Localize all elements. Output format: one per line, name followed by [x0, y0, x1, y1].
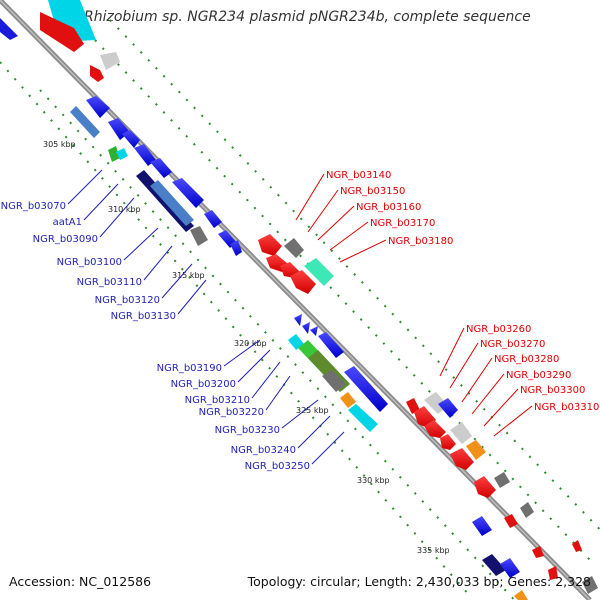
gene-box-orange	[514, 590, 528, 600]
gene-label: NGR_b03180	[388, 236, 453, 247]
gene-arrow-reverse	[504, 514, 518, 528]
gene-label: NGR_b03200	[171, 379, 236, 390]
gene-box-cyan	[288, 334, 304, 350]
gene-box-grey	[284, 238, 304, 258]
gene-arrow-small	[302, 322, 310, 334]
gene-label: NGR_b03270	[480, 339, 545, 350]
topology-summary: Topology: circular; Length: 2,430,033 bp…	[247, 574, 591, 589]
gene-box-cyan	[348, 404, 378, 432]
gene-labels-right: NGR_b03140 NGR_b03150 NGR_b03160 NGR_b03…	[326, 170, 599, 413]
track-right-1	[94, 39, 591, 561]
feature-tracks	[0, 19, 600, 600]
gene-arrow-reverse	[548, 566, 558, 580]
tick-label: 335 kbp	[417, 546, 450, 555]
gene-label: NGR_b03170	[370, 218, 435, 229]
tick-label: 330 kbp	[357, 476, 390, 485]
gene-arrow-forward	[438, 398, 458, 418]
gene-arrow-small	[310, 326, 318, 336]
gene-box-orange	[466, 440, 486, 460]
gene-arrow-reverse	[40, 12, 84, 52]
gene-label: NGR_b03070	[1, 201, 66, 212]
map-title: Rhizobium sp. NGR234 plasmid pNGR234b, c…	[84, 9, 531, 25]
gene-arrow-reverse	[572, 540, 582, 552]
gene-arrow-reverse	[532, 546, 544, 558]
gene-label: NGR_b03260	[466, 324, 531, 335]
gene-arrow-reverse	[90, 65, 104, 82]
gene-arrow-forward	[134, 144, 156, 166]
accession-label: Accession: NC_012586	[9, 574, 152, 589]
gene-label: NGR_b03240	[231, 445, 296, 456]
gene-arrow-forward	[472, 516, 492, 536]
gene-label: NGR_b03110	[77, 277, 142, 288]
gene-cluster-left	[70, 96, 242, 256]
gene-cluster-lower	[288, 314, 388, 432]
gene-labels-left: NGR_b03070 aatA1 NGR_b03090 NGR_b03100 N…	[1, 201, 310, 472]
tick-label: 315 kbp	[172, 271, 205, 280]
gene-arrow-forward	[172, 178, 204, 208]
gene-arrow-reverse	[406, 398, 420, 414]
gene-label: NGR_b03100	[57, 257, 122, 268]
gene-arrow-reverse	[258, 234, 282, 256]
gene-arrow-reverse	[474, 476, 496, 498]
gene-arrow-reverse	[290, 270, 316, 294]
gene-box-grey	[100, 52, 120, 70]
gene-arrow-forward	[150, 158, 172, 178]
gene-arrow-forward	[318, 332, 344, 358]
gene-label: NGR_b03150	[340, 186, 405, 197]
gene-arrow-reverse	[440, 434, 456, 450]
gene-arrow-forward	[500, 558, 520, 578]
gene-box-grey	[190, 226, 208, 246]
gene-label: NGR_b03230	[215, 425, 280, 436]
gene-box-grey	[322, 370, 346, 392]
gene-bar-steelblue	[70, 106, 100, 138]
label-leader-lines-left	[67, 169, 345, 465]
gene-box-green	[108, 146, 120, 162]
gene-arrow-forward	[344, 366, 388, 412]
gene-label: NGR_b03210	[185, 395, 250, 406]
gene-bar-steelblue	[150, 180, 194, 226]
label-leader-lines-right	[295, 173, 533, 437]
gene-label: NGR_b03120	[95, 295, 160, 306]
gene-box-grey	[494, 472, 510, 488]
gene-arrow-forward	[86, 96, 110, 118]
gene-box-cyan	[116, 148, 128, 160]
gene-cluster-middle	[258, 234, 334, 294]
gene-arrow-forward	[482, 554, 506, 576]
gene-box-grey	[582, 576, 598, 594]
gene-label: NGR_b03130	[111, 311, 176, 322]
track-left-1	[39, 89, 516, 600]
gene-box-grey	[520, 502, 534, 518]
gene-arrow-forward	[204, 210, 222, 228]
gene-arrow-reverse	[450, 448, 474, 470]
gene-box-aquamarine	[304, 258, 334, 286]
gene-label: NGR_b03220	[199, 407, 264, 418]
gene-cluster-right	[406, 392, 598, 600]
track-outer-right	[109, 19, 600, 532]
gene-label: NGR_b03280	[494, 354, 559, 365]
gene-label: NGR_b03190	[157, 363, 222, 374]
gene-arrow-reverse	[424, 420, 446, 438]
tick-label: 325 kbp	[296, 406, 329, 415]
gene-label: NGR_b03310	[534, 402, 599, 413]
gene-label: NGR_b03290	[506, 370, 571, 381]
gene-box-grey	[450, 422, 472, 444]
gene-box-orange	[340, 392, 356, 408]
gene-label: aatA1	[53, 217, 82, 228]
tick-label: 320 kbp	[234, 339, 267, 348]
gene-label: NGR_b03160	[356, 202, 421, 213]
gene-arrow-small	[294, 314, 302, 326]
gene-cluster-top	[0, 0, 120, 82]
gene-label: NGR_b03140	[326, 170, 391, 181]
gene-arrow-forward	[122, 130, 140, 148]
tick-label: 305 kbp	[43, 140, 76, 149]
gene-arrow-forward	[0, 18, 18, 40]
gene-label: NGR_b03250	[245, 461, 310, 472]
gene-arrow-forward	[230, 240, 242, 256]
gene-label: NGR_b03300	[520, 385, 585, 396]
gene-label: NGR_b03090	[33, 234, 98, 245]
